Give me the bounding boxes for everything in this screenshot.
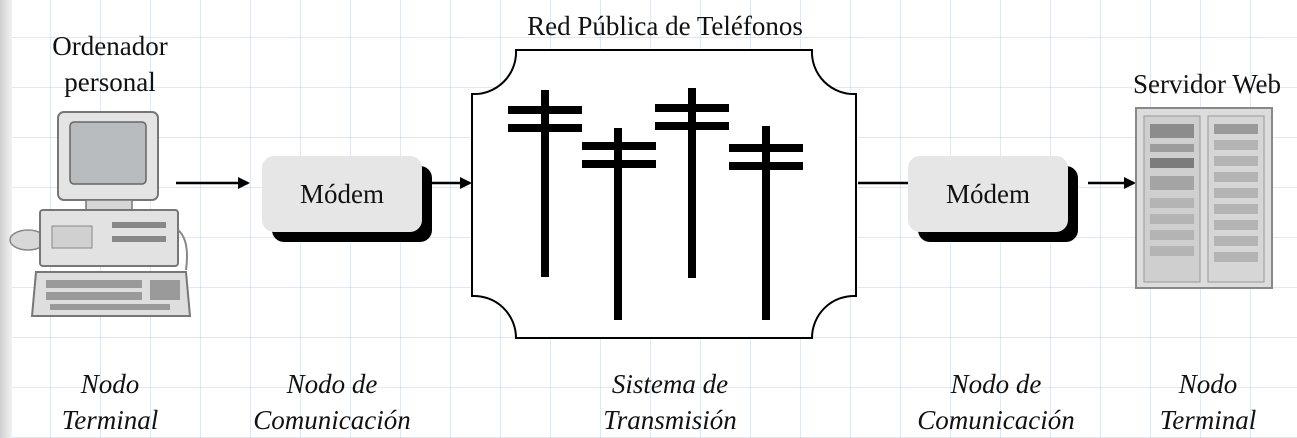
caption-communication-node-right: Nodo de Comunicación bbox=[886, 366, 1106, 438]
caption-communication-node-left: Nodo de Comunicación bbox=[222, 366, 442, 438]
telephone-pole-icon bbox=[655, 88, 729, 278]
telephone-pole-icon bbox=[508, 90, 582, 277]
telephone-pole-icon bbox=[582, 128, 656, 320]
caption-line2: Comunicación bbox=[253, 405, 411, 435]
pc-label: Ordenador personal bbox=[20, 28, 200, 100]
telephone-pole-icon bbox=[729, 126, 803, 320]
caption-line2: Terminal bbox=[1159, 405, 1257, 435]
caption-terminal-node-left: Nodo Terminal bbox=[20, 366, 200, 438]
caption-line1: Nodo de bbox=[950, 369, 1042, 399]
modem-right: Módem bbox=[908, 156, 1068, 232]
caption-line2: Terminal bbox=[61, 405, 159, 435]
network-box bbox=[471, 49, 857, 339]
caption-line1: Nodo bbox=[80, 369, 140, 399]
caption-line2: Transmisión bbox=[603, 405, 737, 435]
server-label: Servidor Web bbox=[1132, 69, 1282, 99]
pc-label-line2: personal bbox=[64, 67, 156, 97]
network-title: Red Pública de Teléfonos bbox=[527, 11, 803, 41]
personal-computer-icon bbox=[9, 111, 192, 317]
pc-label-line1: Ordenador bbox=[52, 31, 168, 61]
caption-line2: Comunicación bbox=[917, 405, 1075, 435]
server-rack-icon bbox=[1135, 107, 1273, 289]
caption-terminal-node-right: Nodo Terminal bbox=[1118, 366, 1297, 438]
modem-left: Módem bbox=[262, 156, 422, 232]
caption-line1: Nodo bbox=[1178, 369, 1238, 399]
caption-transmission-system: Sistema de Transmisión bbox=[560, 366, 780, 438]
caption-line1: Sistema de bbox=[611, 369, 729, 399]
caption-line1: Nodo de bbox=[286, 369, 378, 399]
left-edge-shade bbox=[0, 0, 12, 438]
